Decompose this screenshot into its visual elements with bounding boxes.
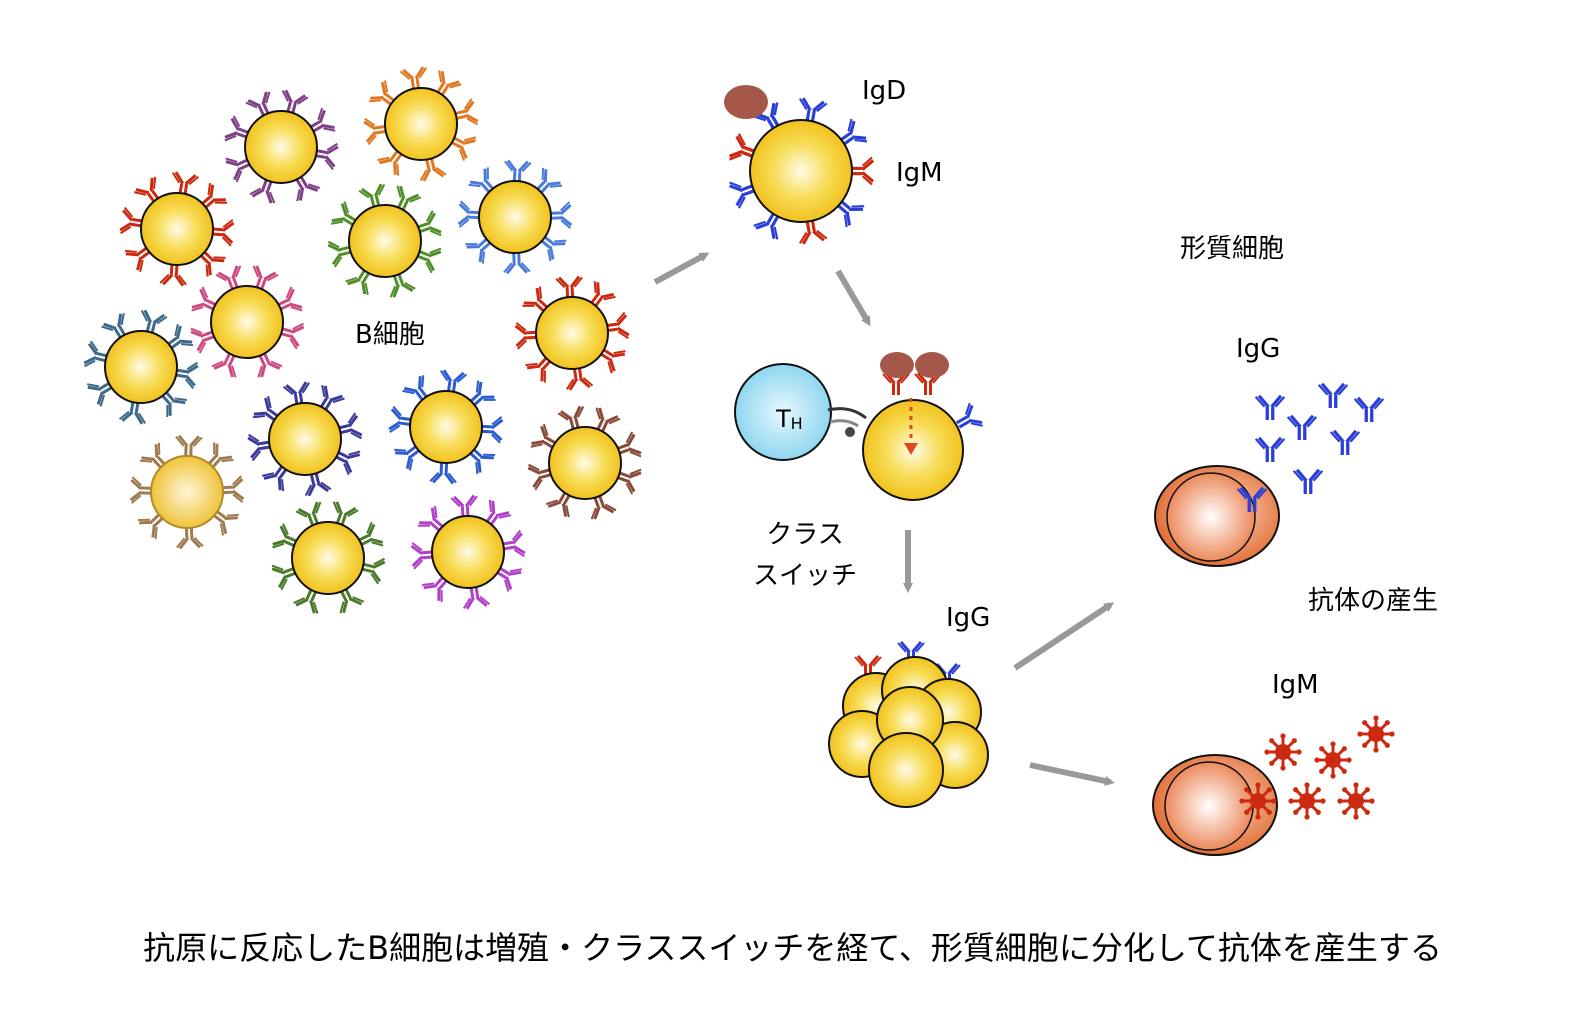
igm-pentamer-icon [1312,739,1354,781]
antibody-icon [1292,468,1324,496]
b-cell [526,404,644,522]
antigen-icon [724,85,768,119]
nucleus-icon [1164,761,1254,851]
igm-pentamer-icon [1355,713,1397,755]
igd-label: IgD [862,76,907,106]
b-cell [326,182,444,300]
arrow-icon [1013,602,1115,671]
nucleus-icon [1166,472,1256,562]
b-cell-icon [868,732,944,808]
class-switch-label-line1: クラス [766,520,844,550]
b-cell-icon [150,455,224,529]
th-cell-icon [734,363,832,461]
th-contact-line [827,407,867,420]
antibody-icon [1254,436,1286,464]
th-cell-label: TH [776,405,803,433]
arrow-icon [653,252,710,285]
igm-pentamer-icon [1237,780,1279,822]
antibody-production-label: 抗体の産生 [1308,586,1439,616]
antigen-icon [915,352,949,378]
b-cell [513,274,631,392]
b-cell-icon [268,402,342,476]
igm-pentamer-icon [1286,780,1328,822]
caption: 抗原に反応したB細胞は増殖・クラススイッチを経て、形質細胞に分化して抗体を産生す… [143,929,1442,967]
secreted-igm [1237,713,1397,822]
igm-pentamer-icon [1335,780,1377,822]
contact-dot-icon [845,427,855,437]
naive-b-cell [724,85,875,246]
secreted-igg [1236,382,1385,514]
b-cell [409,493,527,611]
th-b-interaction [734,352,986,501]
igm-bottom-label: IgM [1272,670,1319,700]
plasma-cell [1154,465,1280,567]
b-cell [269,499,387,616]
b-cell [188,263,306,380]
b-cell-icon [291,521,365,595]
antibody-icon [1329,429,1361,457]
igg-cluster-label: IgG [946,603,991,633]
plasma-cell [1152,754,1278,856]
b-cell-icon [478,180,552,254]
proliferating-b-cells [828,640,989,808]
antibody-icon [1286,414,1318,442]
b-cell [82,308,200,426]
b-cell [129,434,246,551]
b-cell-icon [384,87,458,161]
antibody-icon [848,155,875,187]
plasma-cell-label: 形質細胞 [1180,234,1285,264]
b-cell [456,158,573,275]
b-cell [387,368,505,486]
antibody-icon [1254,394,1286,422]
b-cell-icon [548,426,622,500]
th-contact-line [829,419,859,428]
b-cell-icon [210,285,284,359]
b-cell [362,65,480,183]
arrow-icon [835,269,871,327]
igm-pentamer-icon [1262,731,1304,773]
antibody-icon [1353,396,1385,424]
b-cell-icon [535,296,609,370]
b-cell-icon [409,390,483,464]
b-cell [118,170,236,288]
b-cell-icon [348,204,422,278]
b-cell-icon [104,330,178,404]
b-cell-icon [431,515,505,589]
arrow-icon [1029,762,1115,786]
antibody-icon [1317,382,1349,410]
signal-arrow-head-icon [904,443,918,455]
b-cell [246,380,364,498]
b-cell-icon [244,110,318,184]
b-cell-icon [749,119,853,223]
igm-top-label: IgM [896,158,943,188]
antigen-icon [880,352,914,378]
b-cell [222,88,340,206]
class-switch-label-line2: スイッチ [752,561,857,591]
b-cell-icon [140,192,214,266]
b-cell-label: B細胞 [355,320,425,350]
igg-right-label: IgG [1236,334,1281,364]
